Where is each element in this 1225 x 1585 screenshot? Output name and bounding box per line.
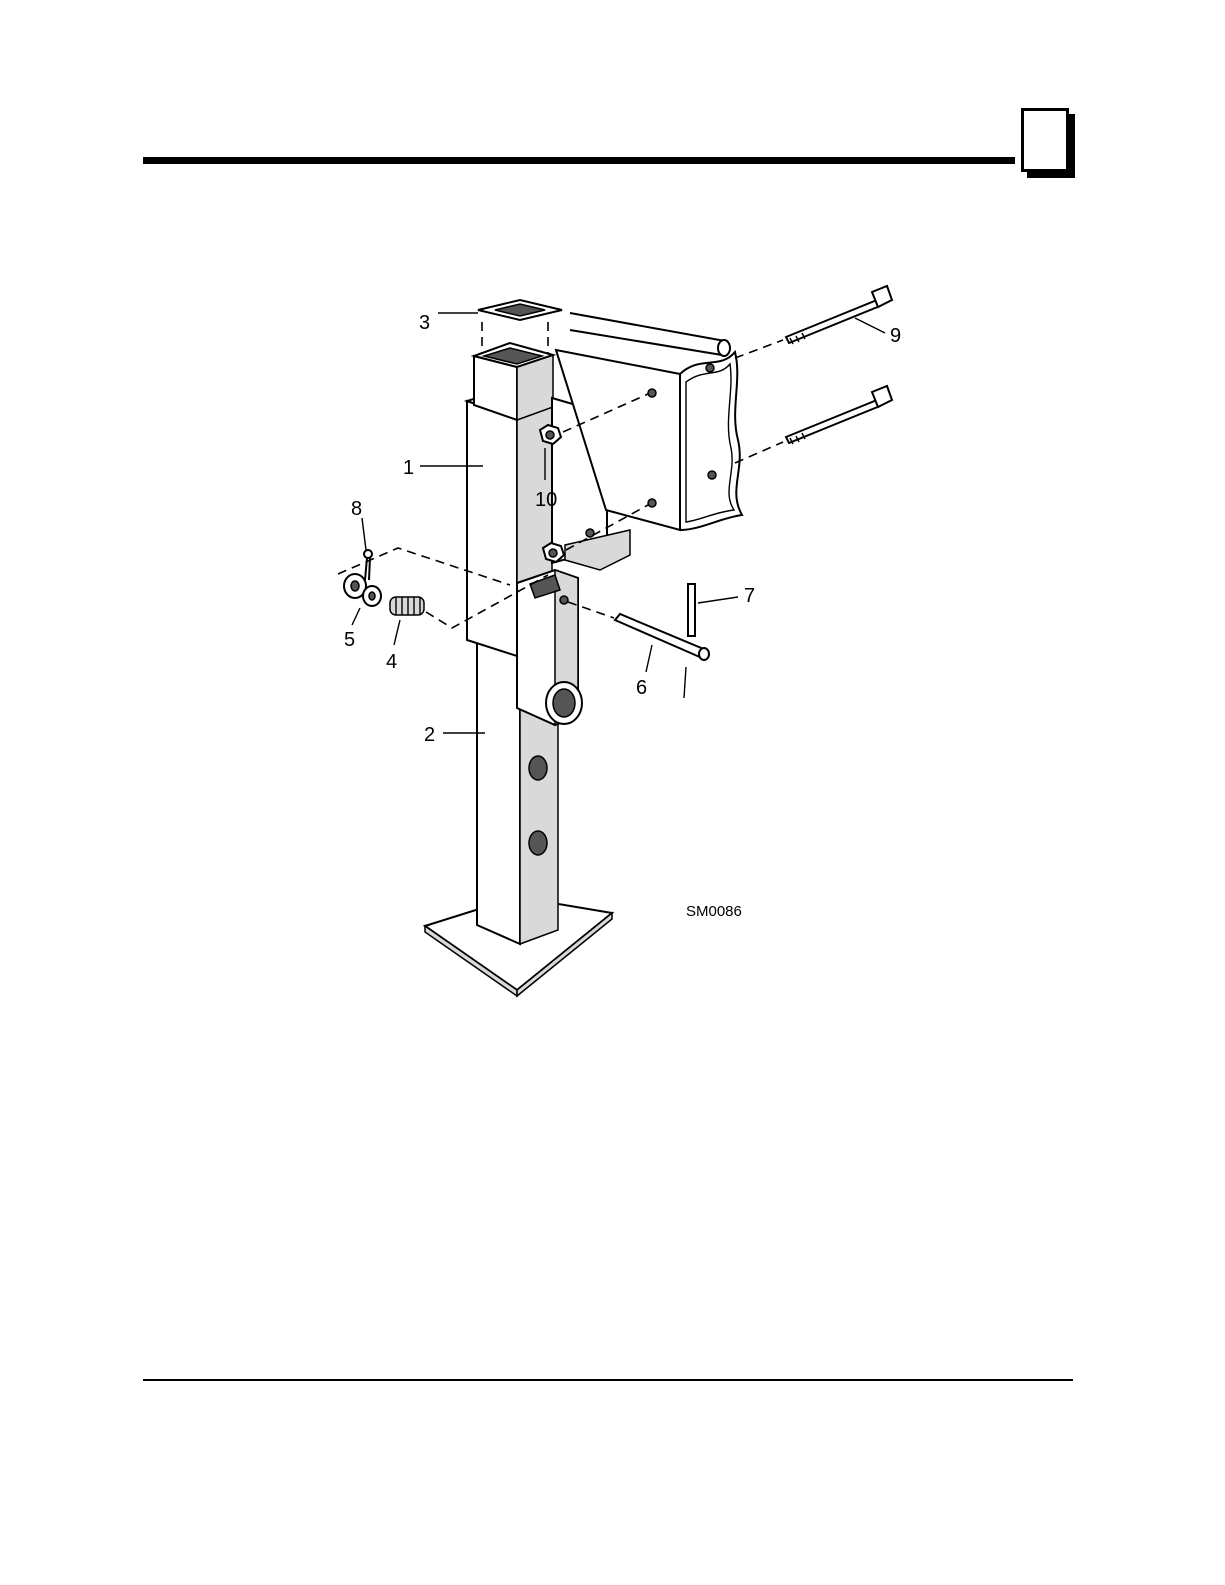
spring [390, 597, 424, 615]
bolts [735, 286, 892, 463]
callout-9: 9 [890, 325, 901, 347]
callout-7: 7 [744, 585, 755, 607]
callout-10: 10 [535, 489, 557, 511]
callout-8: 8 [351, 498, 362, 520]
footer-rule [143, 1379, 1073, 1381]
callout-3: 3 [419, 312, 430, 334]
callout-6: 6 [636, 677, 647, 699]
callout-2: 2 [424, 724, 435, 746]
callout-1: 1 [403, 457, 414, 479]
figure-code: SM0086 [686, 903, 742, 920]
crank-bracket [517, 570, 582, 725]
callout-5: 5 [344, 629, 355, 651]
callout-4: 4 [386, 651, 397, 673]
